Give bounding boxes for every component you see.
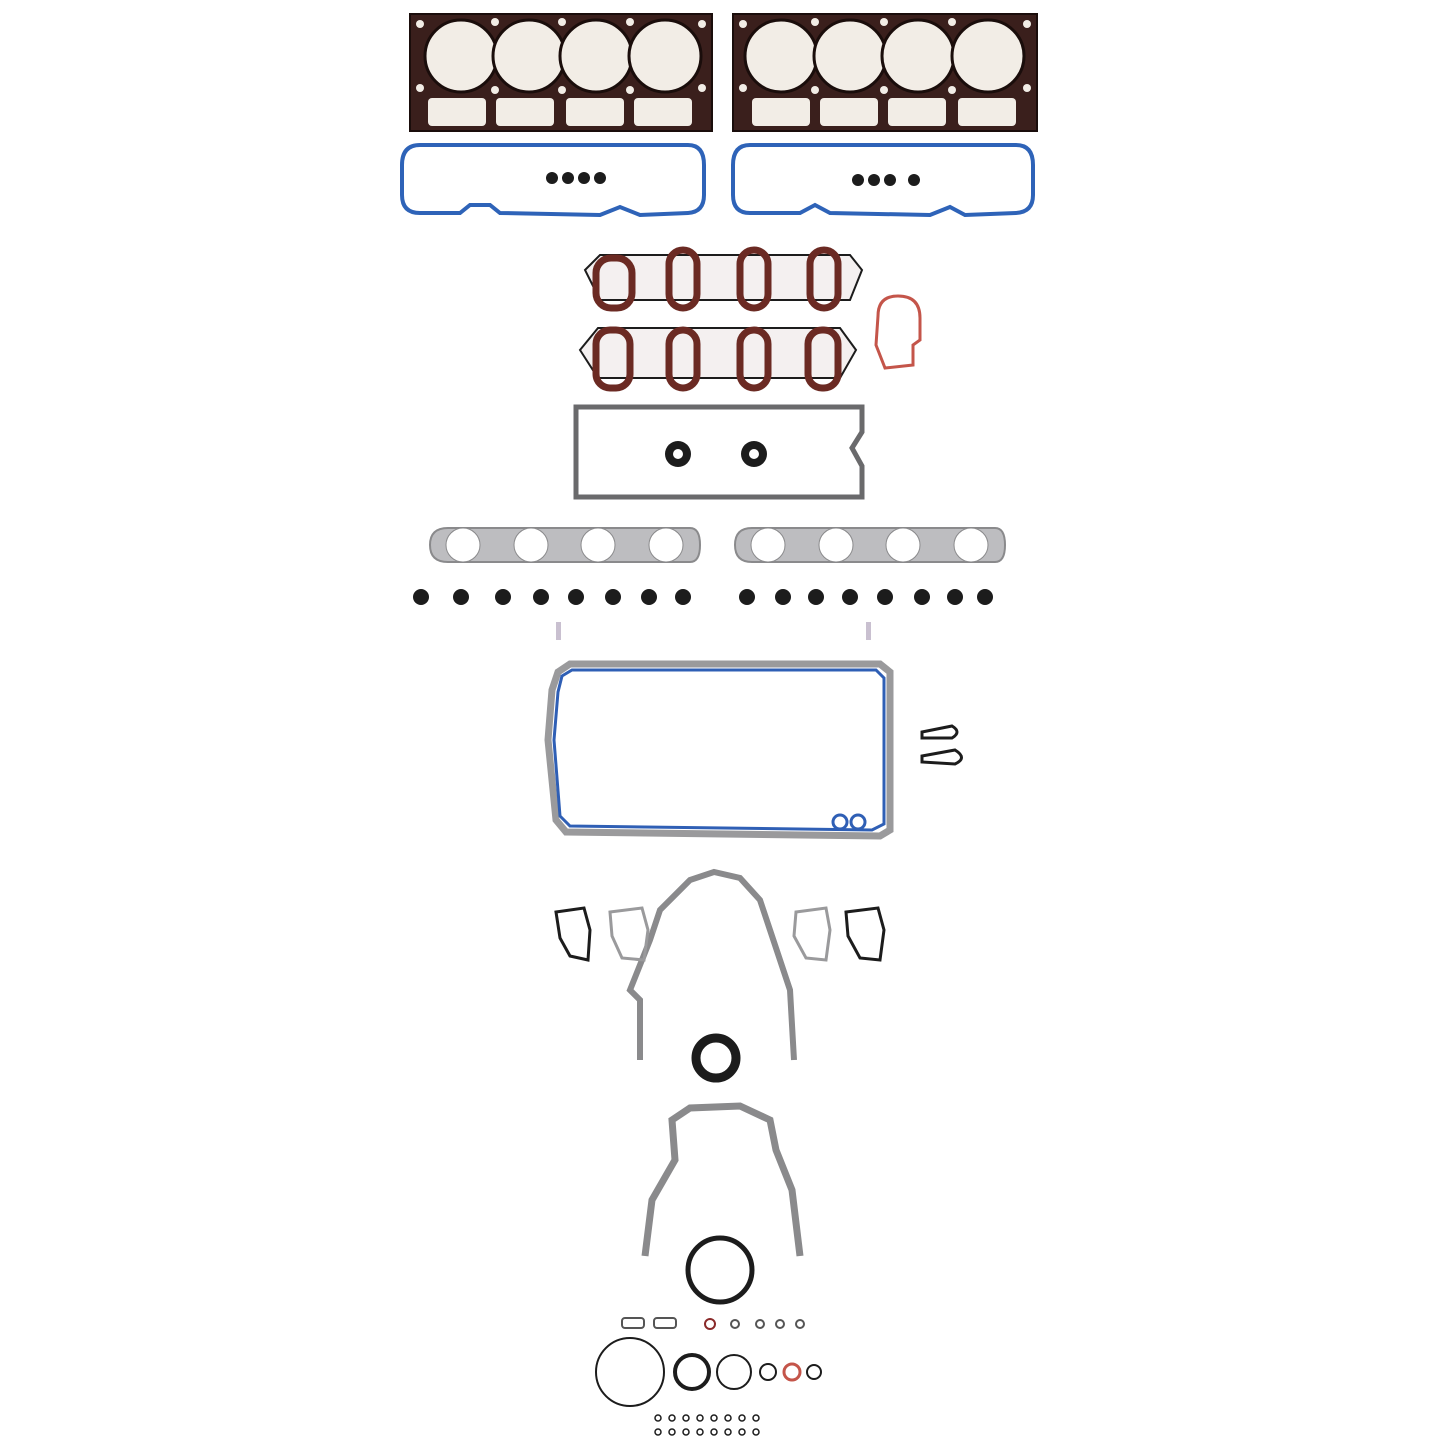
valve-stem-seals	[413, 589, 993, 605]
valve-cover-gasket-right	[731, 143, 1035, 218]
exhaust-gasket-right	[733, 527, 1007, 563]
water-pump-gaskets	[554, 906, 886, 962]
small-seals	[595, 1317, 822, 1436]
intake-gasket-lower	[578, 326, 858, 392]
head-gasket-left	[409, 13, 713, 132]
front-cover-gasket	[626, 868, 797, 1061]
rear-crank-seal	[685, 1235, 755, 1305]
throttle-body-gasket	[874, 294, 922, 370]
dowel-pins	[556, 622, 871, 640]
head-gasket-right	[732, 13, 1038, 132]
oil-pan-gasket	[544, 660, 894, 840]
intake-gasket-upper	[583, 246, 864, 312]
valley-cover-gasket	[573, 404, 865, 500]
exhaust-gasket-left	[428, 527, 702, 563]
oil-filter-adapter-gaskets	[920, 724, 963, 766]
rear-cover-gasket	[641, 1102, 804, 1257]
valve-cover-gasket-left	[400, 143, 706, 218]
front-crank-seal	[691, 1033, 741, 1083]
